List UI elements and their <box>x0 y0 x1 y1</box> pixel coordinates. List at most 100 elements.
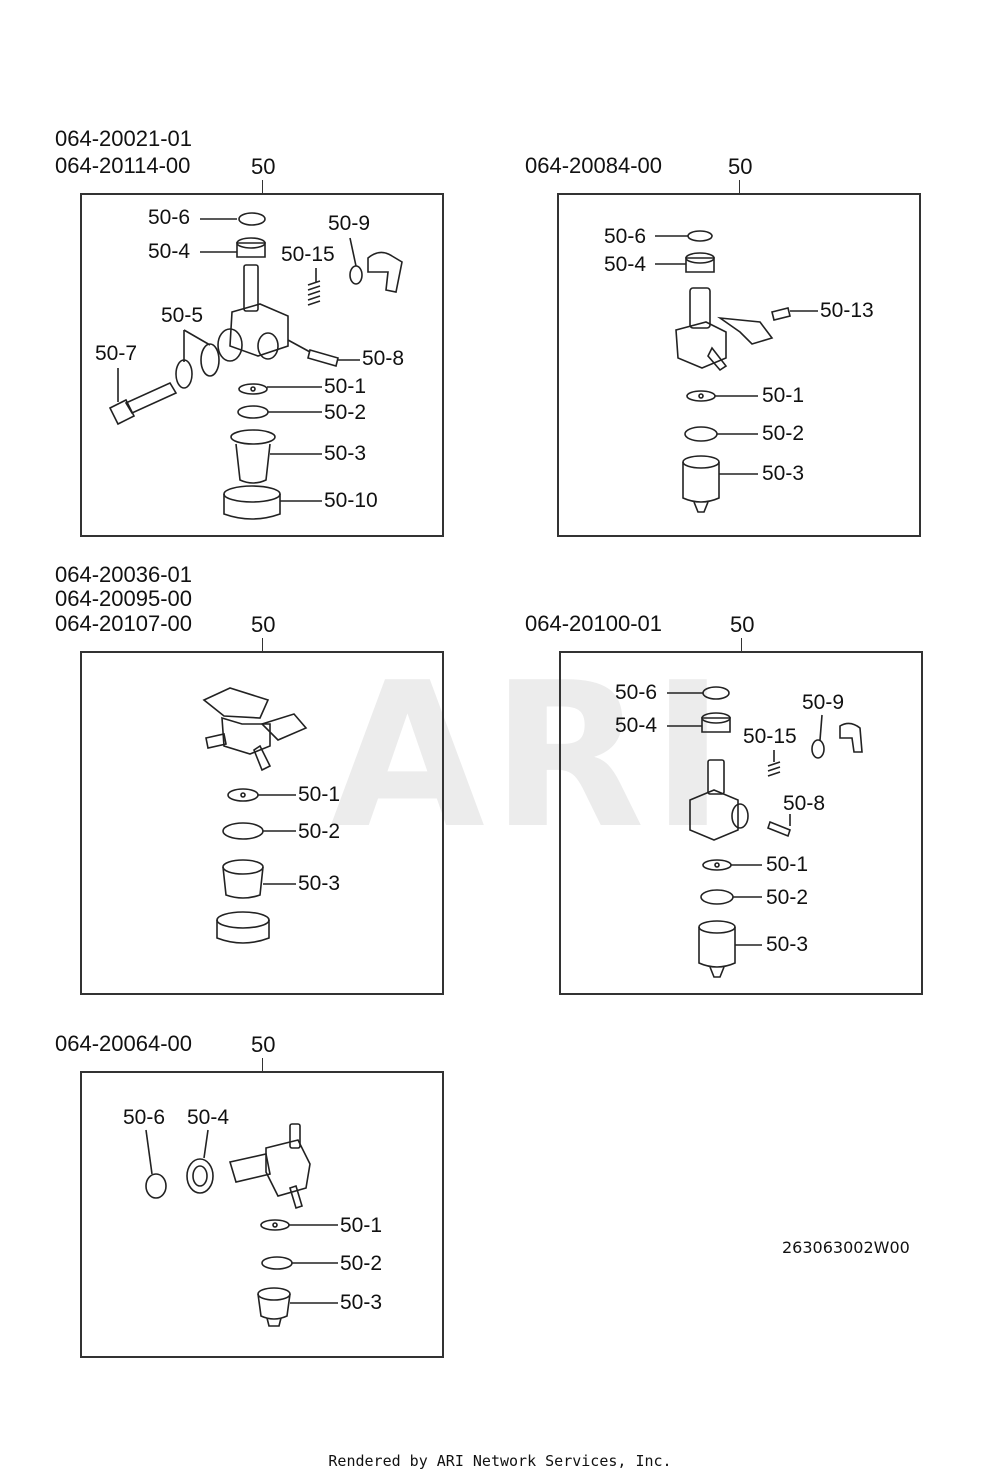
callout-label: 50-1 <box>298 783 341 806</box>
callout-label: 50-7 <box>95 342 138 365</box>
callout-label: 50-5 <box>161 304 204 327</box>
callout-label: 50-2 <box>762 422 805 445</box>
part-number: 064-20084-00 <box>525 153 663 178</box>
callout-label: 50-2 <box>340 1252 383 1275</box>
part-number: 064-20021-01 <box>55 126 193 151</box>
spring-icon <box>307 280 321 306</box>
screw-icon <box>771 307 791 321</box>
callout-label: 50-6 <box>123 1106 166 1129</box>
fuel-cup-icon <box>257 1287 291 1327</box>
callout-label: 50-4 <box>187 1106 230 1129</box>
callout-label: 50-2 <box>298 820 341 843</box>
assembly-frame <box>557 193 921 537</box>
part-number: 064-20064-00 <box>55 1031 193 1056</box>
callout-label: 50-8 <box>362 347 405 370</box>
callout-label: 50-4 <box>615 714 658 737</box>
ref-number: 50 <box>730 612 755 637</box>
hex-nut-icon <box>685 257 715 273</box>
callout-label: 50-9 <box>328 212 371 235</box>
o-ring-icon <box>811 739 825 759</box>
hex-nut-icon <box>236 242 266 258</box>
o-ring-icon <box>222 822 264 840</box>
callout-label: 50-3 <box>762 462 805 485</box>
o-ring-icon <box>702 686 730 700</box>
callout-label: 50-3 <box>298 872 341 895</box>
callout-label: 50-1 <box>324 375 367 398</box>
washer-icon <box>175 359 193 389</box>
lever-icon <box>839 722 863 753</box>
screw-icon <box>307 349 339 367</box>
assembly-4-parts <box>667 686 863 978</box>
assembly-frame <box>80 193 444 537</box>
callout-label: 50-10 <box>324 489 378 512</box>
ref-number: 50 <box>728 154 753 179</box>
callout-label: 50-4 <box>604 253 647 276</box>
ref-leader <box>741 638 742 652</box>
callout-label: 50-15 <box>281 243 335 266</box>
gasket-icon <box>702 859 732 871</box>
ref-number: 50 <box>251 612 276 637</box>
ref-number: 50 <box>251 154 276 179</box>
part-number: 064-20114-00 <box>55 153 191 178</box>
o-ring-icon <box>349 265 363 285</box>
callout-label: 50-1 <box>340 1214 383 1237</box>
callout-label: 50-13 <box>820 299 874 322</box>
part-number: 064-20100-01 <box>525 611 663 636</box>
callout-label: 50-2 <box>324 401 367 424</box>
gasket-icon <box>260 1219 290 1231</box>
o-ring-icon <box>261 1256 293 1270</box>
ref-leader <box>262 638 263 652</box>
callout-label: 50-3 <box>766 933 809 956</box>
ref-number: 50 <box>251 1032 276 1057</box>
hex-nut-icon <box>186 1158 214 1194</box>
lever-icon <box>367 251 403 293</box>
footer-credit: Rendered by ARI Network Services, Inc. <box>328 1452 672 1470</box>
assembly-frame <box>80 651 444 995</box>
assembly-3-parts <box>202 687 308 944</box>
callout-label: 50-8 <box>783 792 826 815</box>
assembly-frame <box>559 651 923 995</box>
fuel-cup-icon <box>230 429 276 484</box>
o-ring-icon <box>238 212 266 226</box>
fuel-cup-icon <box>682 455 720 513</box>
fuel-cup-icon <box>222 859 264 899</box>
o-ring-icon <box>687 230 713 242</box>
callout-label: 50-9 <box>802 691 845 714</box>
ref-leader <box>262 180 263 194</box>
fuel-cock-body-icon <box>217 264 289 362</box>
callout-label: 50-6 <box>148 206 191 229</box>
callout-label: 50-2 <box>766 886 809 909</box>
callout-label: 50-3 <box>324 442 367 465</box>
callout-label: 50-1 <box>762 384 805 407</box>
gasket-icon <box>686 390 716 402</box>
callout-label: 50-6 <box>615 681 658 704</box>
assembly-2-parts <box>655 230 818 513</box>
spring-icon <box>767 761 781 777</box>
fuel-cup-icon <box>698 920 736 978</box>
callout-label: 50-4 <box>148 240 191 263</box>
part-number: 064-20036-01 <box>55 562 193 587</box>
ring-nut-icon <box>216 911 270 944</box>
part-number: 064-20095-00 <box>55 586 193 611</box>
drawing-id: 263063002W00 <box>782 1238 910 1257</box>
banjo-bolt-icon <box>108 381 178 426</box>
fuel-cock-body-icon <box>689 759 749 841</box>
assembly-5-parts <box>145 1123 338 1327</box>
o-ring-icon <box>700 889 734 905</box>
screw-icon <box>767 820 791 838</box>
washer-icon <box>200 343 220 377</box>
ref-leader <box>739 180 740 194</box>
callout-label: 50-6 <box>604 225 647 248</box>
part-number: 064-20107-00 <box>55 611 193 636</box>
o-ring-icon <box>684 426 718 442</box>
fuel-cock-body-icon <box>228 1123 311 1210</box>
fuel-cock-body-icon <box>202 687 308 772</box>
ref-leader <box>262 1058 263 1072</box>
o-ring-icon <box>237 405 269 419</box>
assembly-1-parts <box>108 212 403 520</box>
ari-watermark: ARI <box>330 640 732 873</box>
assembly-frame <box>80 1071 444 1358</box>
callout-label: 50-1 <box>766 853 809 876</box>
gasket-icon <box>227 788 259 802</box>
